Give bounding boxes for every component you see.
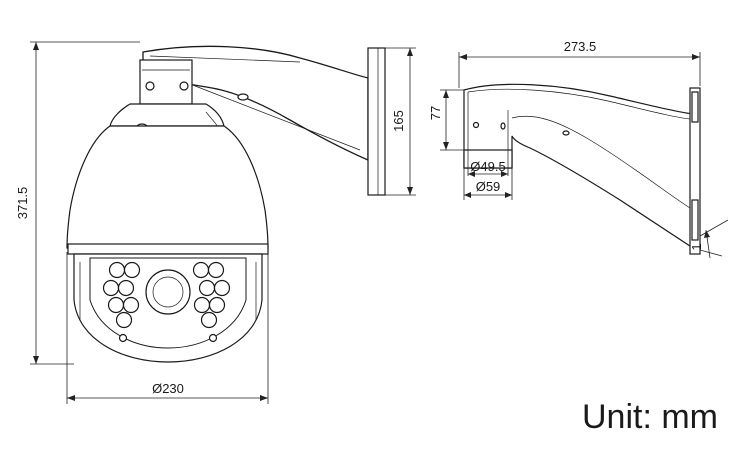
dim-wall-thickness xyxy=(699,219,729,259)
dim-pipe-inner-diameter xyxy=(467,168,509,177)
camera-top-cap xyxy=(109,103,225,127)
dim-pipe-inner-diameter-label: Ø49.5 xyxy=(470,159,505,174)
neck-screw-right-icon xyxy=(179,81,189,91)
bracket-section-view xyxy=(463,83,701,255)
camera-inner-shroud xyxy=(89,257,247,349)
unit-label: Unit: mm xyxy=(582,398,718,436)
dim-bracket-plate-height-label: 165 xyxy=(391,110,406,132)
dim-bracket-length-label: 273.5 xyxy=(564,39,597,54)
section-wall-flange xyxy=(689,87,701,255)
bracket-wall-plate xyxy=(367,47,386,196)
dim-dome-diameter xyxy=(66,252,269,404)
housing-band xyxy=(67,243,269,255)
dim-bracket-plate-height xyxy=(385,47,416,196)
dome-screw-left-icon xyxy=(118,333,128,343)
dim-total-height-label: 371.5 xyxy=(15,187,30,220)
bracket-section-outer xyxy=(463,83,694,250)
camera-lens xyxy=(145,269,191,315)
dim-pipe-outer-diameter-label: Ø59 xyxy=(476,179,501,194)
camera-housing xyxy=(66,125,269,249)
neck-screw-left-icon xyxy=(145,81,155,91)
dim-bracket-length xyxy=(458,52,701,88)
arm-bolt-icon xyxy=(237,93,249,101)
camera-front-view xyxy=(66,45,386,363)
dome-screw-right-icon xyxy=(208,333,218,343)
dim-bracket-drop xyxy=(440,89,464,151)
ir-led-cluster-left xyxy=(102,261,141,329)
dim-wall-thickness-label: 1 xyxy=(689,243,704,250)
pipe-section xyxy=(463,149,513,169)
dim-pipe-outer-diameter xyxy=(463,168,513,200)
dim-dome-diameter-label: Ø230 xyxy=(152,381,184,396)
dim-bracket-drop-label: 77 xyxy=(428,106,443,120)
section-screw-icon xyxy=(472,121,480,129)
ir-led-cluster-right xyxy=(192,261,231,329)
